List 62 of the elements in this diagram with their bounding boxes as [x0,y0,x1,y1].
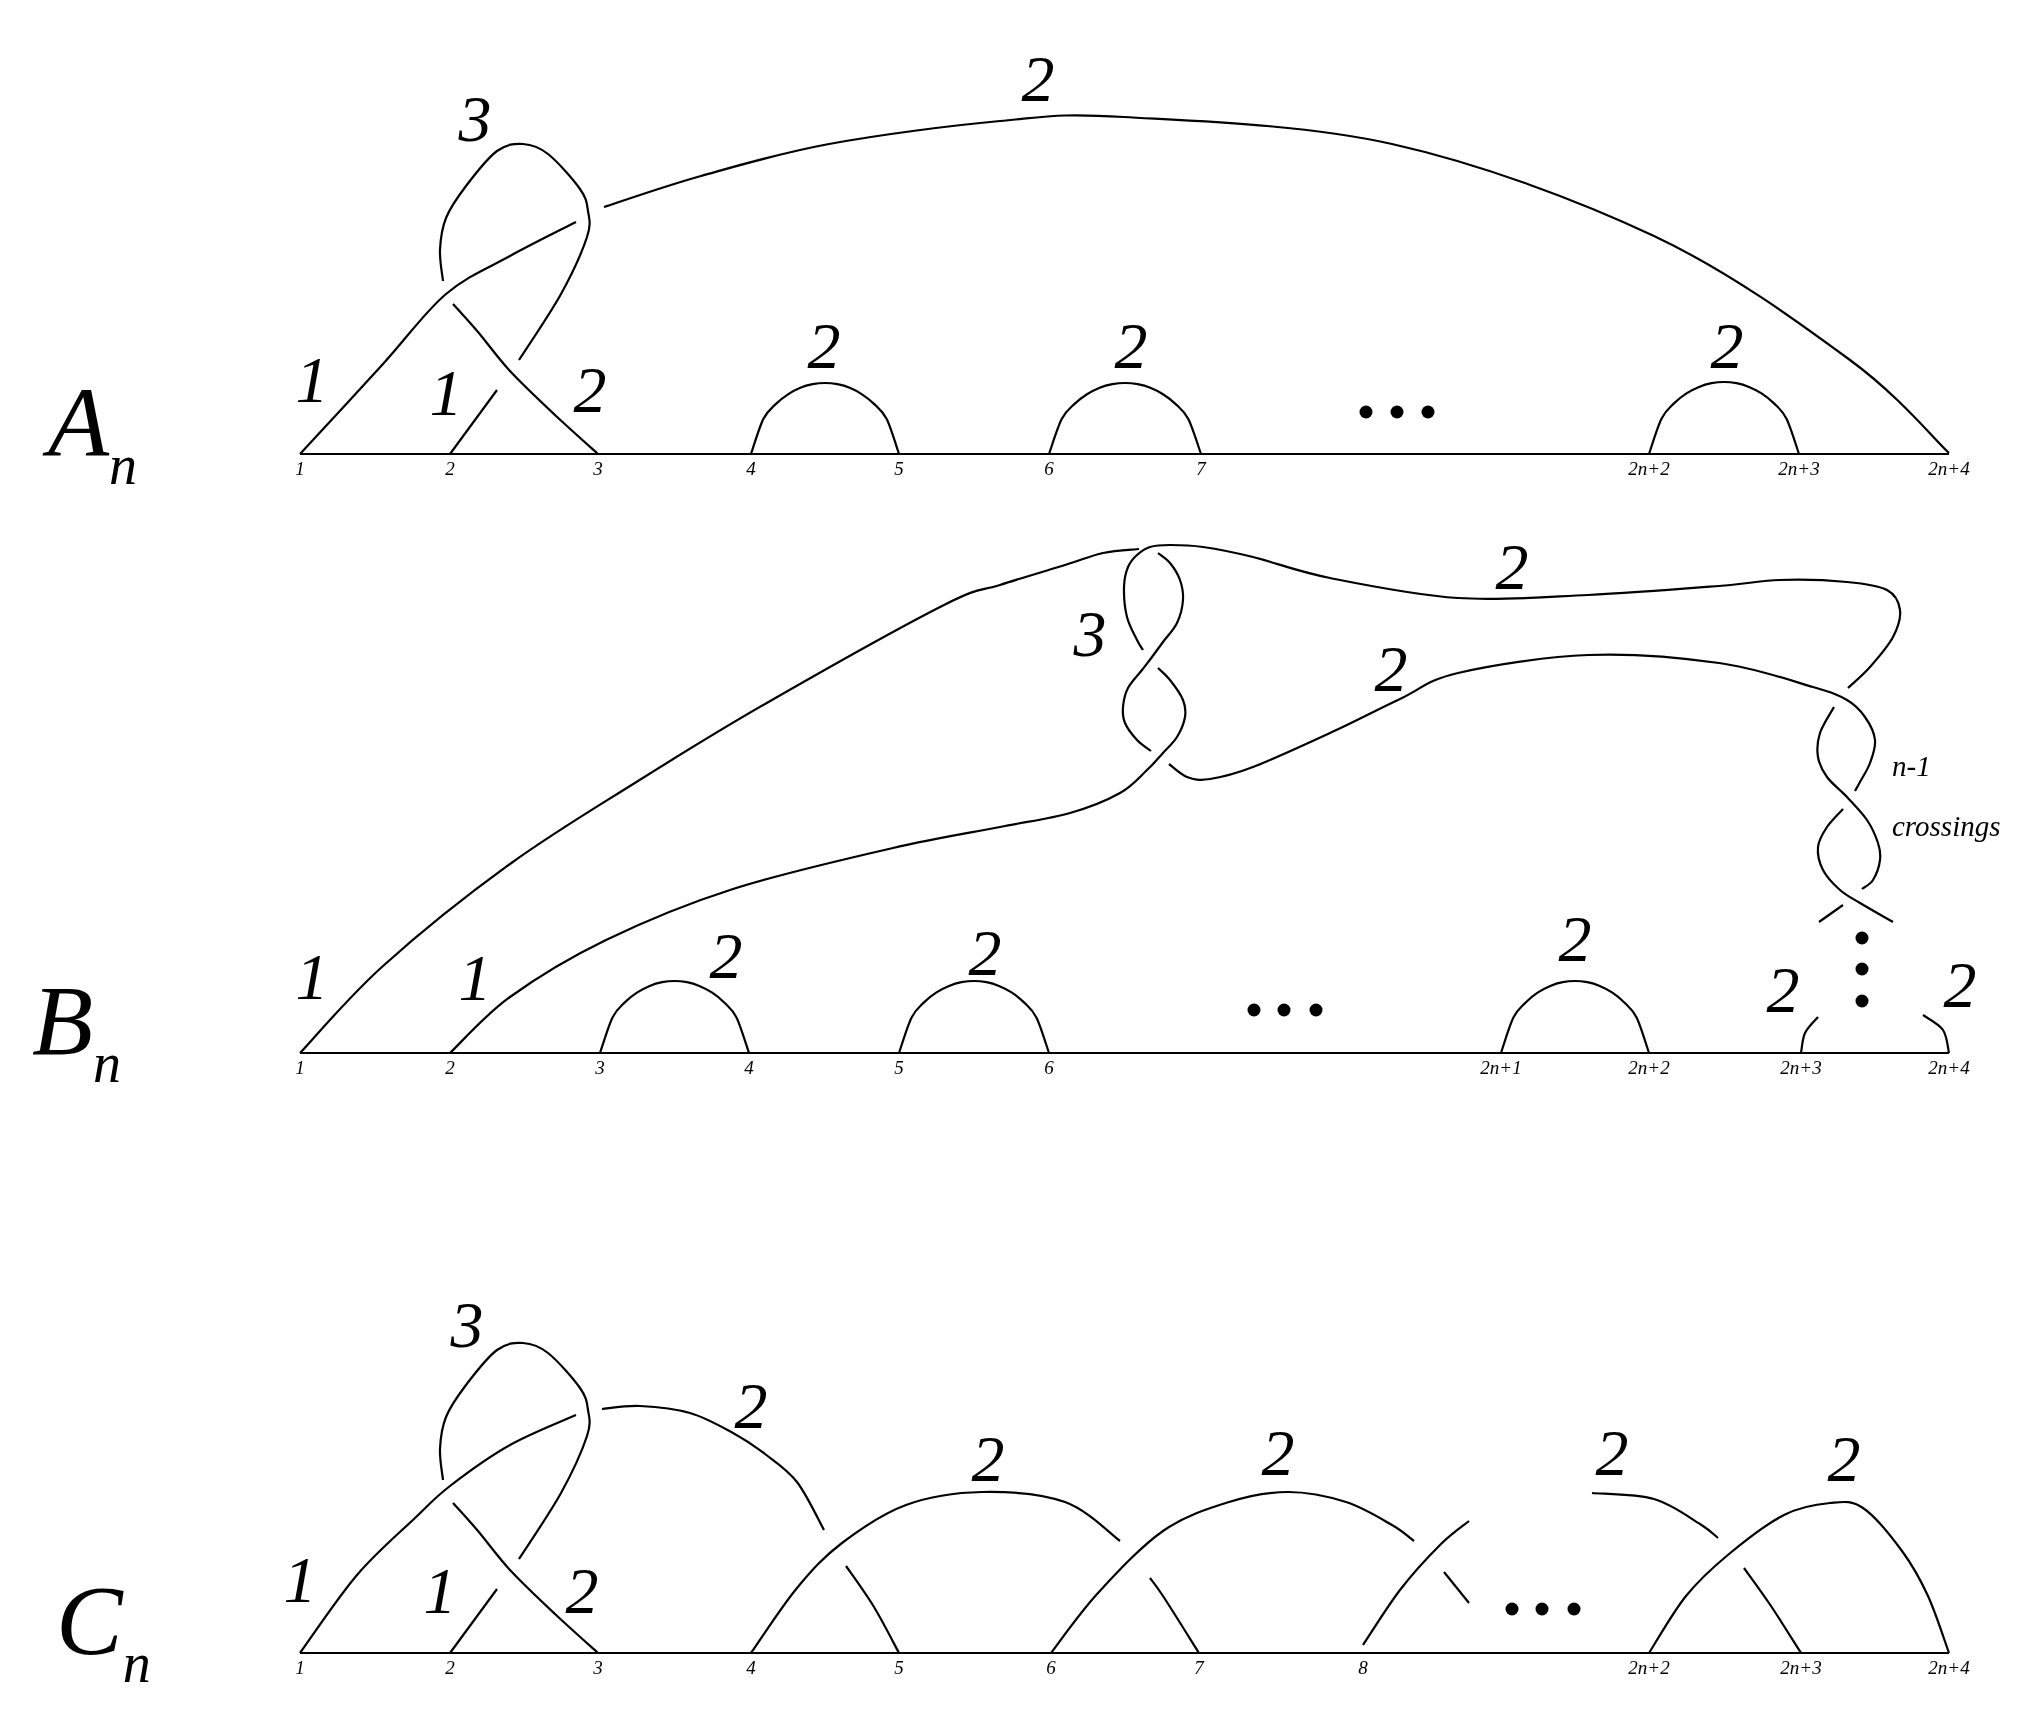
endpoint-number: 2n+1 [1479,1056,1523,1080]
arc-label: 1 [428,356,464,430]
endpoint-number: 2n+4 [1927,1056,1971,1080]
arc-label: 2 [572,353,608,427]
endpoint-number: 8 [1357,1656,1369,1680]
endpoint-number: 1 [294,457,306,481]
endpoint-number: 3 [594,1056,606,1080]
endpoint-number: 6 [1045,1656,1057,1680]
endpoint-number: 3 [592,1656,604,1680]
endpoint-number: 2n+4 [1927,1656,1971,1680]
crossings-note: n-1 crossings [1891,749,2002,844]
arc-label: 2 [1765,953,1801,1027]
arc-label: 1 [457,941,493,1015]
arc-label: 1 [294,940,330,1014]
endpoint-number: 2n+3 [1779,1056,1823,1080]
endpoint-number: 5 [893,457,905,481]
arc-label: 2 [564,1554,600,1628]
endpoint-number: 2n+3 [1777,457,1821,481]
endpoint-number: 7 [1193,1656,1206,1680]
arc-label: 2 [1942,948,1978,1022]
endpoint-number: 4 [745,457,757,481]
endpoint-number: 4 [745,1656,757,1680]
arc-label: 2 [970,1422,1006,1496]
arc-label: 3 [457,82,493,156]
endpoint-number: 6 [1043,1056,1055,1080]
arc-label: 2 [1494,530,1530,604]
arc-label: 2 [708,919,744,993]
endpoint-number: 2 [444,457,456,481]
endpoint-number: 3 [592,457,604,481]
endpoint-number: 7 [1195,457,1208,481]
arc-label: 2 [1373,632,1409,706]
tangle-name: A$_{n}$ [36,373,146,495]
arc-label: 1 [294,343,330,417]
arc-label: 2 [1709,309,1745,383]
arc-label: 3 [449,1288,485,1362]
arc-label: 2 [1557,902,1593,976]
endpoint-number: 2n+4 [1927,457,1971,481]
tangle-name: C$_{n}$ [55,1571,152,1693]
endpoint-number: 6 [1043,457,1055,481]
arc-label: 2 [1113,309,1149,383]
endpoint-number: 2 [444,1056,456,1080]
arc-label: 1 [282,1543,318,1617]
arc-label: 2 [806,309,842,383]
endpoint-number: 1 [294,1656,306,1680]
endpoint-number: 2n+2 [1627,457,1671,481]
endpoint-number: 2 [444,1656,456,1680]
endpoint-number: 5 [893,1056,905,1080]
endpoint-number: 2n+3 [1779,1656,1823,1680]
endpoint-number: 5 [893,1656,905,1680]
arc-label: 2 [1020,42,1056,116]
endpoint-number: 2n+2 [1627,1056,1671,1080]
arc-label: 1 [422,1554,458,1628]
arc-label: 2 [967,916,1003,990]
arc-label: 3 [1072,597,1108,671]
arc-label: 2 [1594,1416,1630,1490]
arc-label: 2 [1826,1422,1862,1496]
tangle-name: B$_{n}$ [31,971,123,1093]
arc-label: 2 [733,1369,769,1443]
endpoint-number: 4 [743,1056,755,1080]
endpoint-number: 2n+2 [1627,1656,1671,1680]
endpoint-number: 1 [294,1056,306,1080]
arc-label: 2 [1260,1416,1296,1490]
